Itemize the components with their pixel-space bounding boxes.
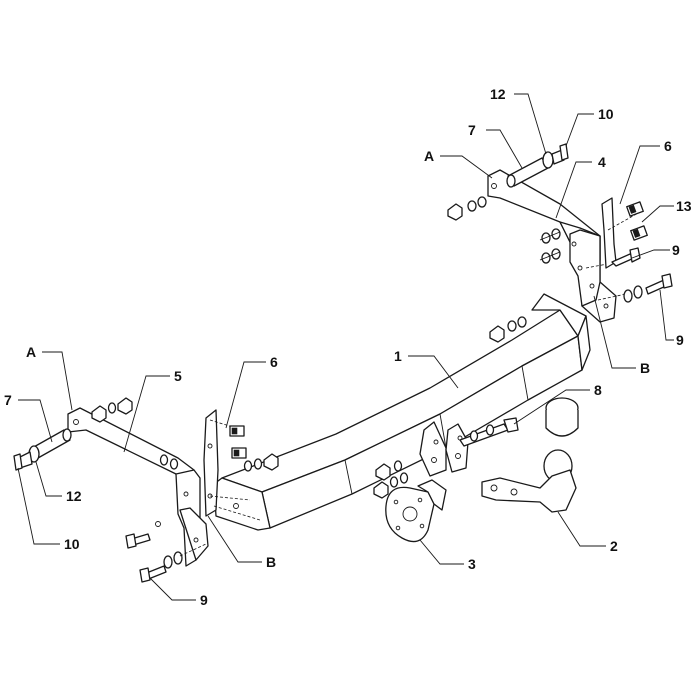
label-point-b-right: B [640, 360, 650, 376]
right-mounting-plate [601, 197, 648, 269]
label-part-1: 1 [394, 348, 402, 364]
label-part-3: 3 [468, 556, 476, 572]
label-part-6-left: 6 [270, 354, 278, 370]
main-crossbar [213, 293, 591, 531]
label-part-6-right: 6 [664, 138, 672, 154]
label-part-13: 13 [676, 198, 692, 214]
label-part-2: 2 [610, 538, 618, 554]
label-part-12-left: 12 [66, 488, 82, 504]
label-point-a-right: A [424, 148, 434, 164]
label-part-7-right: 7 [468, 122, 476, 138]
label-part-5: 5 [174, 368, 182, 384]
right-side-bracket [487, 169, 627, 323]
left-spacer-assembly [13, 428, 72, 471]
right-spacer-assembly [506, 143, 569, 188]
label-part-9-right-upper: 9 [672, 242, 680, 258]
label-point-b-left: B [266, 554, 276, 570]
callout-labels: 1 2 3 4 5 6 6 7 7 8 9 9 9 10 10 12 12 13… [4, 86, 692, 608]
fasteners [91, 196, 673, 583]
tow-ball [481, 397, 579, 513]
label-part-12-right: 12 [490, 86, 506, 102]
label-part-9-left: 9 [200, 592, 208, 608]
label-part-9-right-lower: 9 [676, 332, 684, 348]
socket-plate [385, 479, 447, 543]
label-part-4: 4 [598, 154, 606, 170]
label-part-10-right: 10 [598, 106, 614, 122]
left-side-bracket [67, 407, 209, 567]
label-part-8: 8 [594, 382, 602, 398]
leader-lines [17, 93, 674, 601]
left-mounting-plate [203, 409, 261, 521]
label-point-a-left: A [26, 344, 36, 360]
label-part-10-left: 10 [64, 536, 80, 552]
label-part-7-left: 7 [4, 392, 12, 408]
